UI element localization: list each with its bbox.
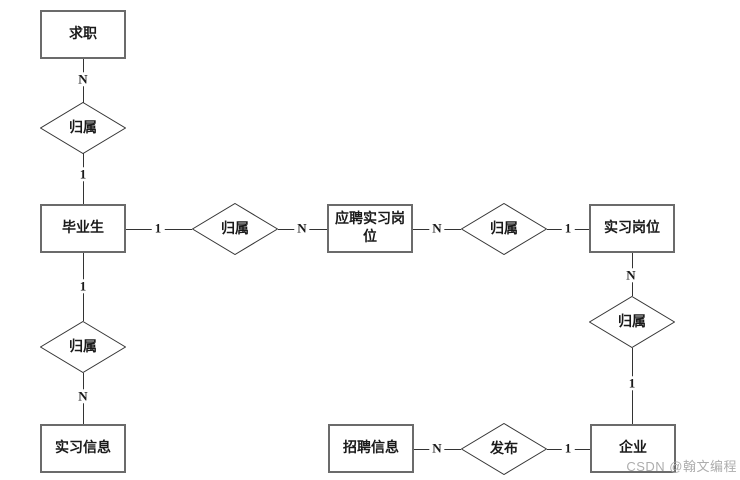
relationship-label: 归属 [69,121,97,137]
relationship-belongs-5: 归属 [40,321,126,373]
relationship-label: 归属 [618,315,646,331]
cardinality-label: 1 [561,220,575,236]
diamond-shape [40,321,126,373]
entity-label: 实习岗位 [604,220,660,236]
relationship-belongs-4: 归属 [589,296,675,348]
cardinality-label: N [294,220,310,236]
cardinality-label: N [75,71,91,87]
diamond-shape [461,423,547,475]
relationship-label: 归属 [221,222,249,238]
cardinality-label: 1 [561,440,575,456]
cardinality-label: N [429,220,445,236]
relationship-belongs-1: 归属 [40,102,126,154]
entity-label: 求职 [69,26,97,42]
entity-label: 招聘信息 [343,440,399,456]
relationship-belongs-2: 归属 [192,203,278,255]
entity-apply-internship-position: 应聘实习岗位 [327,204,413,253]
cardinality-label: 1 [76,278,90,294]
relationship-publish: 发布 [461,423,547,475]
diamond-shape [192,203,278,255]
relationship-belongs-3: 归属 [461,203,547,255]
diamond-shape [461,203,547,255]
entity-recruitment-info: 招聘信息 [328,424,414,473]
entity-graduate: 毕业生 [40,204,126,253]
diamond-shape [40,102,126,154]
entity-internship-info: 实习信息 [40,424,126,473]
entity-label: 应聘实习岗位 [335,212,405,245]
cardinality-label: N [75,388,91,404]
entity-label: 实习信息 [55,440,111,456]
cardinality-label: N [429,440,445,456]
relationship-label: 发布 [490,442,518,458]
entity-label: 毕业生 [62,220,104,236]
relationship-label: 归属 [69,340,97,356]
relationship-label: 归属 [490,222,518,238]
entity-job-seeking: 求职 [40,10,126,59]
diamond-shape [589,296,675,348]
cardinality-label: N [623,267,639,283]
cardinality-label: 1 [76,166,90,182]
cardinality-label: 1 [151,220,165,236]
entity-enterprise: 企业 [590,424,676,473]
entity-label: 企业 [619,440,647,456]
watermark: CSDN @翰文编程 [626,459,737,474]
cardinality-label: 1 [625,375,639,391]
entity-internship-position: 实习岗位 [589,204,675,253]
